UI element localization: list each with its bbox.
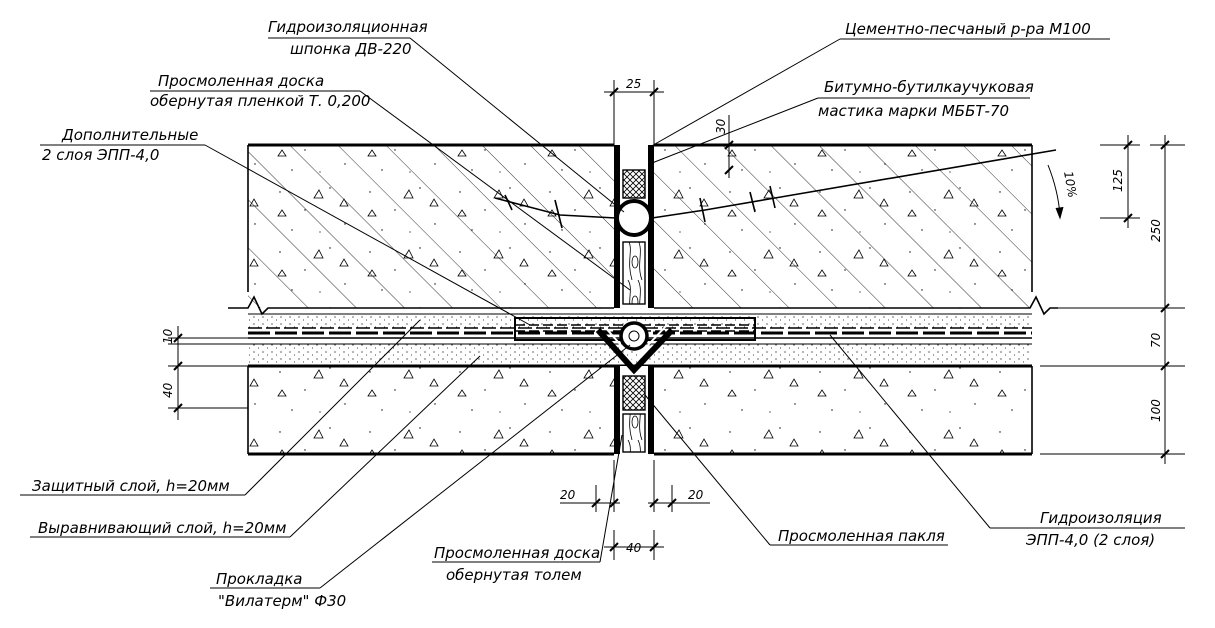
waterproofing-label-2: ЭПП-4,0 (2 слоя) (1025, 531, 1155, 549)
mastic-label-2: мастика марки МББТ-70 (818, 102, 1009, 120)
top-slab (228, 143, 1058, 316)
dim-slope: 10% (1061, 170, 1079, 199)
gasket-label-2: "Вилатерм" Ф30 (218, 592, 346, 610)
dim-depth-30: 30 (714, 118, 728, 134)
dim-70: 70 (1149, 332, 1163, 348)
upper-joint (494, 145, 1057, 308)
tarred-board-bottom-label-1: Просмоленная доска (434, 544, 600, 562)
mastic-label-1: Битумно-бутилкаучуковая (824, 78, 1034, 96)
waterstop-label-2: шпонка ДВ-220 (290, 40, 412, 58)
waterproofing-label-1: Гидроизоляция (1040, 509, 1162, 527)
dim-100: 100 (1149, 399, 1163, 422)
dim-40-bottom: 40 (626, 541, 642, 555)
leveling-layer-label: Выравнивающий слой, h=20мм (38, 519, 286, 537)
dim-10: 10 (161, 328, 175, 344)
dimension-lines (168, 80, 1185, 560)
protective-layer-label: Защитный слой, h=20мм (32, 477, 230, 495)
leader-lines (20, 37, 1185, 589)
cement-mortar-label: Цементно-песчаный р-ра М100 (845, 20, 1091, 38)
lower-joint (514, 317, 756, 454)
dim-40-left: 40 (161, 382, 175, 398)
dim-gap-top: 25 (626, 77, 641, 91)
tarred-board-bottom-label-2: обернутая толем (446, 566, 582, 584)
dim-20-right: 20 (688, 488, 704, 502)
dim-20-left: 20 (560, 488, 576, 502)
dim-125: 125 (1111, 169, 1125, 192)
tarred-board-top-label-1: Просмоленная доска (158, 72, 324, 90)
waterstop-label-1: Гидроизоляционная (268, 18, 428, 36)
additional-layers-label-1: Дополнительные (61, 126, 198, 144)
bottom-slab (247, 366, 1033, 456)
tarred-tow-label: Просмоленная пакля (778, 527, 945, 545)
tarred-board-top-label-2: обернутая пленкой Т. 0,200 (150, 92, 370, 110)
gasket-label-1: Прокладка (216, 570, 302, 588)
additional-layers-label-2: 2 слоя ЭПП-4,0 (42, 146, 159, 164)
dim-250: 250 (1149, 219, 1163, 242)
